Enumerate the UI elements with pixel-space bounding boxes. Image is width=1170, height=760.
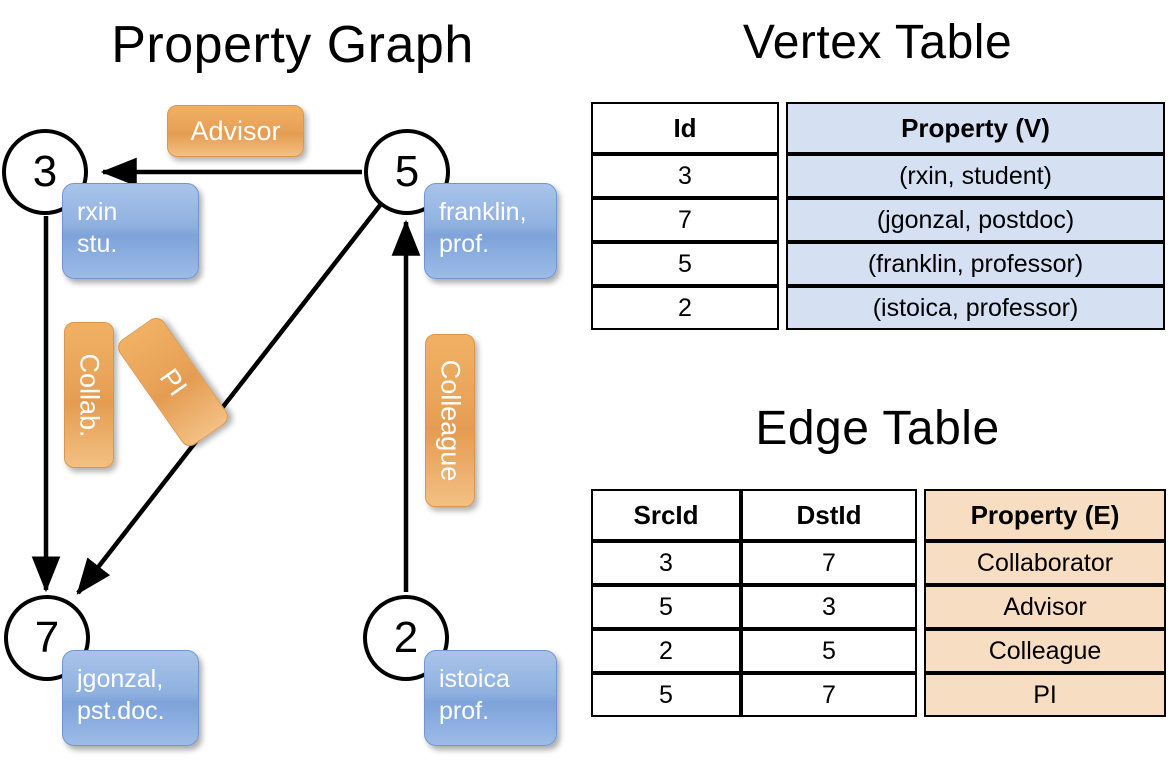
edge-table-header-srcid: SrcId (591, 489, 741, 541)
graph-node-5[interactable]: 5 (364, 129, 450, 215)
graph-node-2-label: 2 (393, 613, 419, 662)
vertex-cell-id: 7 (591, 198, 779, 242)
graph-edges-layer (31, 157, 421, 595)
edge-cell-dstid: 7 (741, 673, 917, 717)
node-property-rxin-line1: rxin (77, 198, 118, 226)
graph-node-7-label: 7 (34, 613, 60, 662)
graph-node-2[interactable]: 2 (363, 595, 449, 681)
vertex-table-header-row: Id Property (V) (591, 102, 1165, 154)
edge-cell-property: Colleague (924, 629, 1166, 673)
vertex-table: Id Property (V) 3 (rxin, student) 7 (jgo… (591, 102, 1165, 330)
edge-cell-property: PI (924, 673, 1166, 717)
edge-table-column-gap (917, 673, 924, 717)
edge-label-collab[interactable]: Collab. (64, 322, 114, 468)
edge-label-colleague-text: Colleague (435, 359, 466, 482)
edge-table-column-gap (917, 585, 924, 629)
page-title-property-graph: Property Graph (111, 16, 474, 74)
edge-cell-dstid: 5 (741, 629, 917, 673)
graph-node-5-label: 5 (394, 147, 420, 196)
edge-label-pi-text: PI (153, 362, 194, 401)
node-property-box-istoica[interactable]: istoica prof. (424, 650, 557, 746)
table-row[interactable]: 3 (rxin, student) (591, 154, 1165, 198)
page-title-vertex-table: Vertex Table (742, 16, 1013, 69)
table-row[interactable]: 2 5 Colleague (591, 629, 1166, 673)
node-property-istoica-line2: prof. (439, 697, 490, 725)
property-graph-diagram: 3 5 7 2 rxin stu. franklin, prof. jgonza… (2, 105, 557, 746)
vertex-table-column-gap (779, 154, 786, 198)
edge-table-column-gap (917, 629, 924, 673)
page-title-edge-table: Edge Table (755, 402, 1000, 455)
edge-label-collab-text: Collab. (74, 352, 105, 438)
edge-cell-dstid: 3 (741, 585, 917, 629)
vertex-cell-id: 3 (591, 154, 779, 198)
edge-table-column-gap (917, 489, 924, 541)
edge-table-header-dstid: DstId (741, 489, 917, 541)
vertex-table-column-gap (779, 286, 786, 330)
node-property-jgonzal-line2: pst.doc. (77, 697, 165, 725)
node-property-box-jgonzal[interactable]: jgonzal, pst.doc. (62, 650, 199, 746)
vertex-table-column-gap (779, 242, 786, 286)
node-property-box-rxin[interactable]: rxin stu. (62, 183, 199, 279)
vertex-table-column-gap (779, 198, 786, 242)
vertex-cell-property: (franklin, professor) (786, 242, 1165, 286)
edge-cell-dstid: 7 (741, 541, 917, 585)
edge-cell-srcid: 2 (591, 629, 741, 673)
node-property-franklin-line1: franklin, (439, 198, 527, 226)
table-row[interactable]: 5 (franklin, professor) (591, 242, 1165, 286)
table-row[interactable]: 3 7 Collaborator (591, 541, 1166, 585)
table-row[interactable]: 5 7 PI (591, 673, 1166, 717)
node-property-rxin-line2: stu. (77, 230, 118, 258)
edge-cell-srcid: 5 (591, 673, 741, 717)
edge-table: SrcId DstId Property (E) 3 7 Collaborato… (591, 489, 1166, 717)
vertex-cell-id: 5 (591, 242, 779, 286)
edge-cell-srcid: 3 (591, 541, 741, 585)
edge-cell-property: Advisor (924, 585, 1166, 629)
table-row[interactable]: 5 3 Advisor (591, 585, 1166, 629)
edge-cell-srcid: 5 (591, 585, 741, 629)
vertex-cell-id: 2 (591, 286, 779, 330)
vertex-cell-property: (istoica, professor) (786, 286, 1165, 330)
edge-table-column-gap (917, 541, 924, 585)
edge-cell-property: Collaborator (924, 541, 1166, 585)
edge-label-colleague[interactable]: Colleague (425, 334, 475, 507)
edge-label-advisor[interactable]: Advisor (167, 105, 304, 157)
edge-table-header-row: SrcId DstId Property (E) (591, 489, 1166, 541)
vertex-table-header-id: Id (591, 102, 779, 154)
edge-label-advisor-text: Advisor (190, 115, 281, 146)
graph-node-3-label: 3 (32, 147, 58, 196)
vertex-cell-property: (rxin, student) (786, 154, 1165, 198)
node-property-istoica-line1: istoica (439, 665, 510, 693)
vertex-table-header-property: Property (V) (786, 102, 1165, 154)
edge-5-to-7-pi (76, 202, 383, 595)
vertex-cell-property: (jgonzal, postdoc) (786, 198, 1165, 242)
node-property-box-franklin[interactable]: franklin, prof. (424, 183, 557, 279)
table-row[interactable]: 2 (istoica, professor) (591, 286, 1165, 330)
node-property-franklin-line2: prof. (439, 230, 490, 258)
vertex-table-column-gap (779, 102, 786, 154)
table-row[interactable]: 7 (jgonzal, postdoc) (591, 198, 1165, 242)
edge-table-header-property: Property (E) (924, 489, 1166, 541)
node-property-jgonzal-line1: jgonzal, (77, 665, 164, 693)
